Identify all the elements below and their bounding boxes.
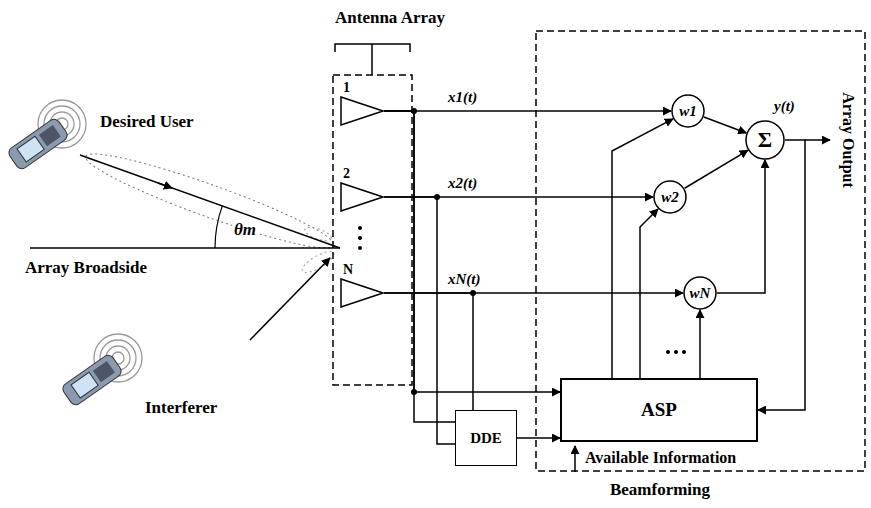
info-arrow bbox=[574, 446, 576, 472]
dashed-border bbox=[536, 31, 865, 471]
bracket bbox=[335, 44, 410, 75]
phone-icon bbox=[61, 353, 124, 407]
node-label: ASP bbox=[641, 399, 677, 421]
main-lobe bbox=[80, 141, 339, 260]
weight-circle: wN bbox=[683, 276, 717, 310]
antenna-element: 1 bbox=[340, 80, 384, 126]
antenna-triangle bbox=[341, 97, 383, 125]
array-group: Antenna Array 1 2N bbox=[300, 8, 480, 388]
node-label: w1 bbox=[679, 103, 697, 120]
weight-circle: w2 bbox=[653, 180, 687, 214]
output-arrow bbox=[805, 139, 830, 141]
signal-line bbox=[384, 197, 455, 444]
signal-line bbox=[384, 293, 473, 410]
signal-line bbox=[704, 117, 746, 133]
group-outline bbox=[300, 8, 480, 388]
circle-shape bbox=[746, 121, 784, 159]
phone-keypad bbox=[39, 125, 61, 146]
antenna-symbol bbox=[340, 182, 384, 212]
beamforming-group: Beamforming w1 w2 wN Σ ASP bbox=[535, 30, 866, 502]
side-lobe bbox=[299, 248, 336, 276]
signal-line bbox=[384, 111, 455, 422]
antenna-triangle bbox=[341, 279, 383, 307]
broadside-line bbox=[30, 247, 340, 249]
signal-label: x1(t) bbox=[446, 89, 479, 106]
annotation-label: Interferer bbox=[145, 398, 217, 418]
node-label: Σ bbox=[758, 127, 772, 153]
phone-screen bbox=[17, 136, 44, 162]
element-number: 1 bbox=[343, 80, 350, 96]
circle-shape bbox=[654, 181, 686, 213]
angle-arc bbox=[215, 206, 222, 248]
signal-label: x2(t) bbox=[446, 175, 479, 192]
antenna-symbol bbox=[340, 96, 384, 126]
phone-body bbox=[61, 353, 124, 407]
dashed-border bbox=[333, 75, 412, 385]
phone-body bbox=[7, 117, 70, 171]
node-label: w2 bbox=[661, 189, 679, 206]
signal-line bbox=[517, 437, 560, 439]
antenna-triangle bbox=[341, 183, 383, 211]
signal-line bbox=[384, 110, 671, 112]
signal-line bbox=[640, 209, 658, 378]
signal-line bbox=[717, 160, 765, 293]
signal-line bbox=[612, 119, 673, 378]
arrival-direction bbox=[80, 155, 340, 248]
estimator-box: DDE bbox=[455, 410, 517, 466]
group-title: Beamforming bbox=[535, 480, 785, 500]
node-label: DDE bbox=[470, 430, 502, 447]
summer-circle: Σ bbox=[745, 120, 785, 160]
circle-shape bbox=[684, 277, 716, 309]
phone-keypad bbox=[93, 361, 115, 382]
annotation-label: θm bbox=[232, 220, 258, 240]
signal-line bbox=[384, 111, 560, 392]
annotation-label: Desired User bbox=[100, 112, 194, 132]
annotation-label: Array Broadside bbox=[25, 258, 147, 278]
annotation-label: Available Information bbox=[585, 449, 736, 467]
group-title: Antenna Array bbox=[300, 8, 480, 28]
interference-arrow bbox=[250, 258, 330, 340]
node-label: wN bbox=[690, 285, 711, 302]
processor-box: ASP bbox=[560, 378, 758, 442]
circle-shape bbox=[672, 95, 704, 127]
weight-circle: w1 bbox=[671, 94, 705, 128]
phone-icon bbox=[7, 117, 70, 171]
element-number: 2 bbox=[343, 166, 350, 182]
phone-screen bbox=[71, 372, 98, 398]
signal-line bbox=[685, 150, 748, 188]
signal-label: xN(t) bbox=[446, 271, 483, 288]
antenna-element: N bbox=[340, 262, 384, 308]
ellipsis-dots bbox=[358, 226, 362, 250]
ellipsis-dots bbox=[666, 350, 686, 354]
signal-line bbox=[758, 140, 805, 410]
junction-dot bbox=[411, 108, 476, 395]
antenna-symbol bbox=[340, 278, 384, 308]
annotation-label: y(t) bbox=[774, 98, 795, 115]
output-label: Array Output bbox=[839, 92, 857, 188]
antenna-element: 2 bbox=[340, 166, 384, 212]
arrival-arrow bbox=[158, 183, 172, 188]
element-number: N bbox=[343, 262, 353, 278]
signal-line bbox=[699, 310, 701, 378]
